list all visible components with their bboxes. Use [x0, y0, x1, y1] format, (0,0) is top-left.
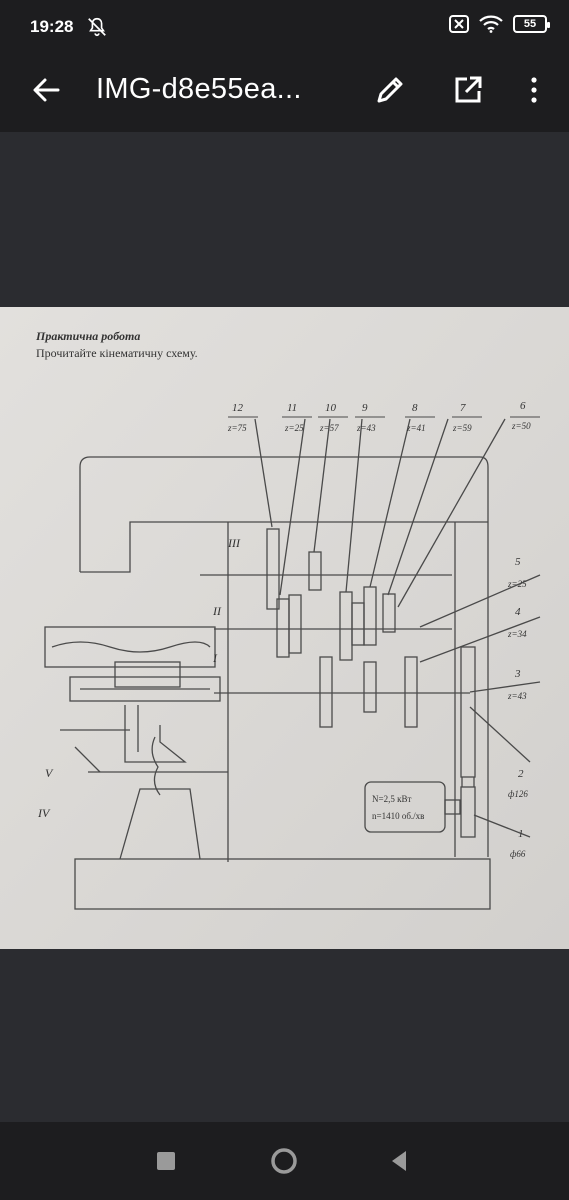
- battery-icon: 55: [513, 15, 550, 33]
- photo-instruction: Прочитайте кінематичну схему.: [36, 346, 198, 360]
- side-label-3-num: 3: [514, 668, 521, 680]
- side-label-5-spec: z=25: [507, 579, 527, 589]
- side-label-4-spec: z=34: [507, 629, 527, 639]
- side-label-2-spec: ф126: [508, 789, 528, 799]
- gear-label-11-num: 11: [287, 402, 297, 414]
- status-bar: 19:28 55: [0, 0, 569, 56]
- battery-level: 55: [523, 18, 537, 30]
- image-title: IMG-d8e55ea...: [96, 73, 302, 105]
- side-label-1-num: 1: [518, 828, 524, 840]
- photo-image[interactable]: Практична робота Прочитайте кінематичну …: [0, 307, 569, 949]
- gear-label-8-num: 8: [412, 402, 418, 414]
- kinematic-diagram: Практична робота Прочитайте кінематичну …: [0, 307, 569, 949]
- nav-bar: [0, 1122, 569, 1200]
- open-external-icon[interactable]: [450, 72, 486, 108]
- back-arrow-icon[interactable]: [28, 72, 64, 108]
- gear-label-12-num: 12: [232, 402, 244, 414]
- side-label-4-num: 4: [515, 606, 521, 618]
- side-label-3-spec: z=43: [507, 691, 527, 701]
- shaft-label-II: II: [212, 604, 222, 618]
- gear-label-12-spec: z=75: [227, 423, 247, 433]
- photo-heading: Практична робота: [35, 329, 140, 343]
- bell-off-icon: [88, 17, 106, 37]
- side-label-2-num: 2: [518, 768, 524, 780]
- wifi-icon: [479, 15, 503, 33]
- side-label-1-spec: ф66: [510, 849, 526, 859]
- more-vert-icon[interactable]: [516, 72, 552, 108]
- app-bar: IMG-d8e55ea...: [0, 56, 569, 132]
- side-label-5-num: 5: [515, 556, 521, 568]
- motor-speed: n=1410 об./хв: [372, 811, 424, 821]
- gear-label-9-num: 9: [362, 402, 368, 414]
- sim-x-icon: [449, 15, 469, 33]
- gear-label-7-num: 7: [460, 402, 466, 414]
- image-viewer[interactable]: Практична робота Прочитайте кінематичну …: [0, 132, 569, 1122]
- home-circle-icon[interactable]: [269, 1146, 299, 1176]
- shaft-label-I: I: [212, 651, 218, 665]
- gear-label-8-spec: z=41: [406, 423, 426, 433]
- gear-label-9-spec: z=43: [356, 423, 376, 433]
- gear-label-10-spec: z=57: [319, 423, 339, 433]
- back-triangle-icon[interactable]: [384, 1146, 414, 1176]
- motor-power: N=2,5 кВт: [372, 794, 411, 804]
- gear-label-10-num: 10: [325, 402, 337, 414]
- gear-label-6-spec: z=50: [511, 421, 531, 431]
- gear-label-7-spec: z=59: [452, 423, 472, 433]
- shaft-label-III: III: [227, 536, 241, 550]
- shaft-label-V: V: [45, 766, 54, 780]
- shaft-label-IV: IV: [37, 806, 51, 820]
- recents-square-icon[interactable]: [151, 1146, 181, 1176]
- edit-pencil-icon[interactable]: [372, 72, 408, 108]
- gear-label-11-spec: z=25: [284, 423, 304, 433]
- status-time: 19:28: [30, 17, 74, 36]
- gear-label-6-num: 6: [520, 400, 526, 412]
